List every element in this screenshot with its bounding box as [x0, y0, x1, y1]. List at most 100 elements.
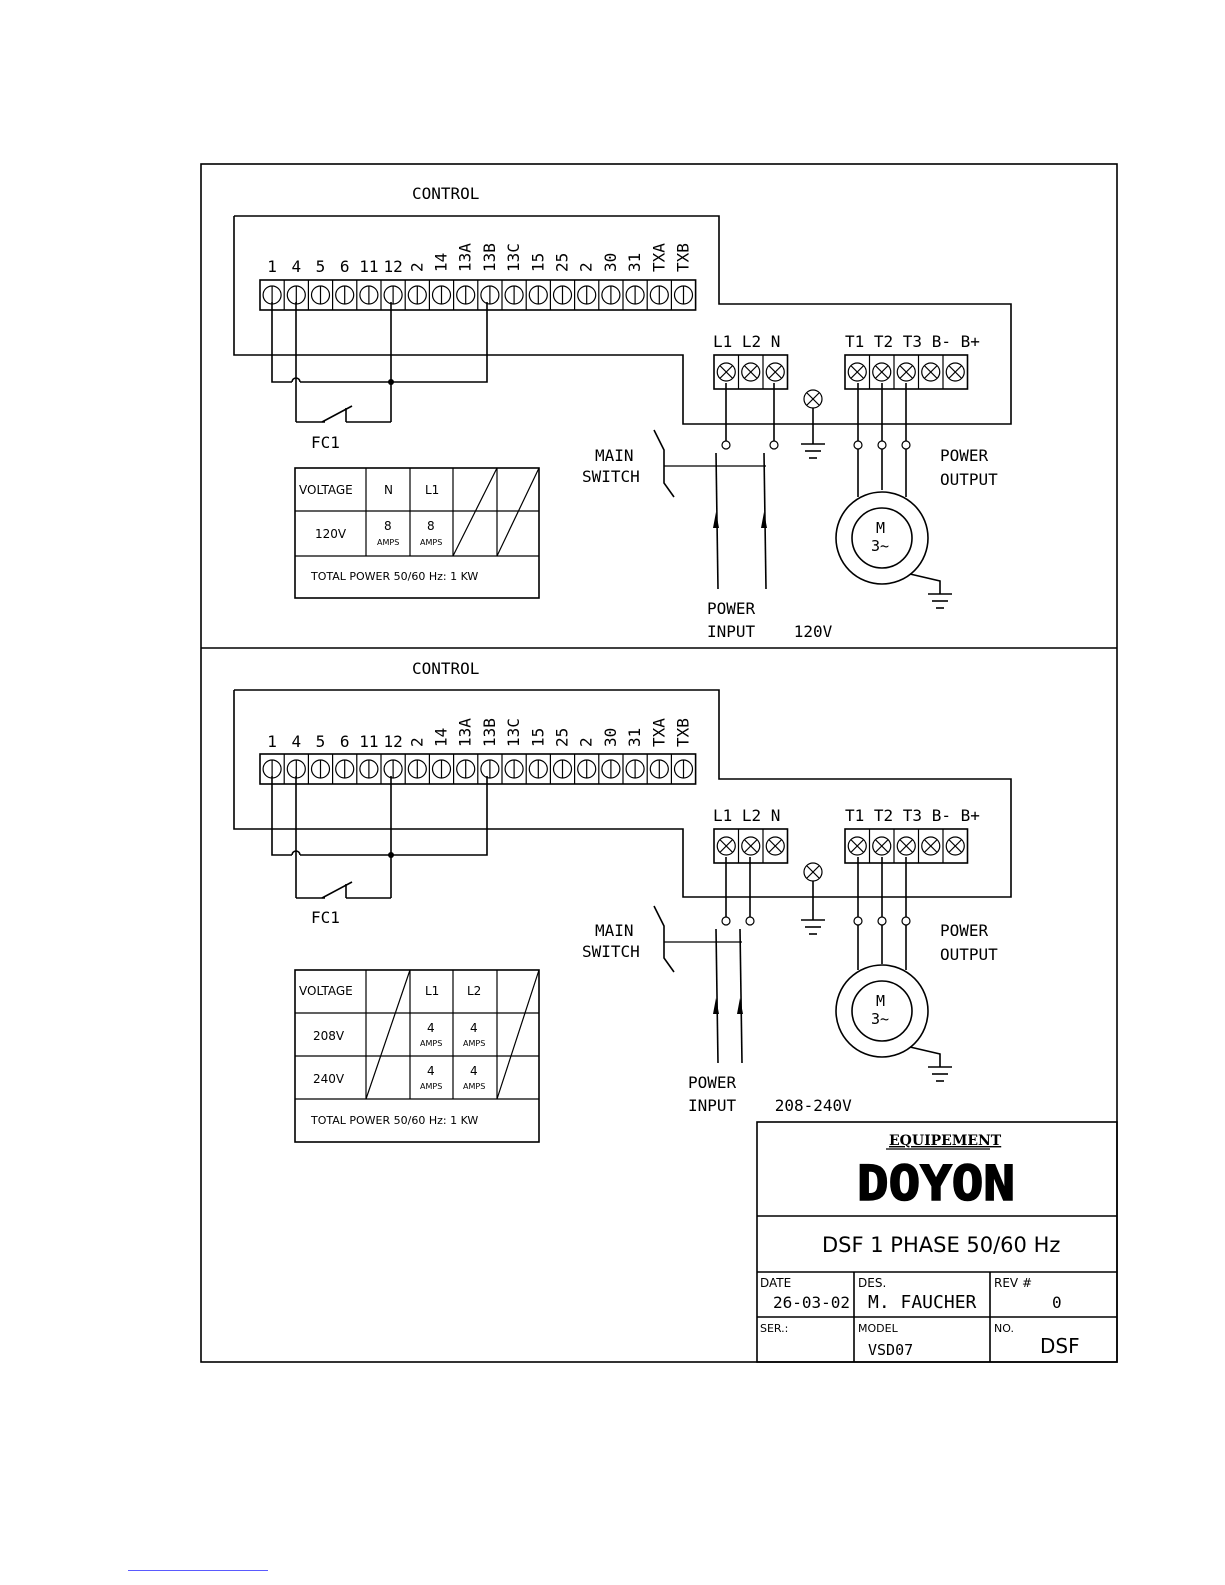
footer-link-underline[interactable] — [128, 1570, 268, 1571]
terminal-block-body — [713, 354, 789, 390]
sheet-border — [200, 163, 1118, 1363]
main-switch-label-1: MAIN — [595, 921, 634, 940]
terminal-label: TXA — [649, 718, 668, 747]
terminal-label: TXB — [674, 243, 693, 272]
terminal-screw-icon — [765, 362, 785, 382]
fc1-label: FC1 — [311, 908, 340, 927]
company-top-label: EQUIPEMENT — [889, 1133, 1002, 1149]
main-switch-label-2: SWITCH — [582, 467, 640, 486]
table-header-n: N — [384, 483, 393, 497]
control-board-outline — [233, 689, 1012, 898]
line-input-block — [713, 354, 789, 390]
serial-label: SER.: — [760, 1322, 788, 1335]
switch-handle-icon — [653, 429, 675, 498]
terminal-label: 4 — [291, 257, 301, 276]
terminal-screw-icon — [741, 362, 761, 382]
table-cell-unit: AMPS — [420, 1082, 442, 1091]
terminal-label: 25 — [553, 253, 572, 272]
table-cell-value: 8 — [384, 519, 392, 533]
switch-handle-icon — [653, 905, 675, 973]
model-value: VSD07 — [868, 1341, 913, 1359]
power-output-label-1: POWER — [940, 921, 989, 940]
terminal-screw-icon — [921, 362, 941, 382]
fc1-label: FC1 — [311, 433, 340, 452]
junction-dot — [388, 852, 394, 858]
input-arrow-icon — [713, 998, 719, 1014]
motor-label-phase: 3~ — [871, 1010, 889, 1028]
terminal-screw-icon — [921, 836, 941, 856]
wire-fc1-a — [271, 302, 292, 383]
terminal-label: 13B — [480, 243, 499, 272]
main-switch-label-2: SWITCH — [582, 942, 640, 961]
date-value: 26-03-02 — [773, 1293, 850, 1312]
main-switch-label-1: MAIN — [595, 446, 634, 465]
current-table-top: VOLTAGE N L1 120V 8 AMPS 8 AMPS TOTAL PO… — [294, 467, 540, 599]
terminal-label: 6 — [340, 257, 350, 276]
company-logo: DOYON — [857, 1156, 1015, 1212]
model-label: MODEL — [858, 1322, 899, 1335]
terminal-label: 15 — [528, 253, 547, 272]
power-output-label-1: POWER — [940, 446, 989, 465]
terminal-label: 1 — [267, 257, 277, 276]
terminal-label: 14 — [432, 253, 451, 272]
table-total-power: TOTAL POWER 50/60 Hz: 1 KW — [310, 570, 478, 583]
drawing-title: DSF 1 PHASE 50/60 Hz — [822, 1233, 1060, 1257]
number-label: NO. — [994, 1322, 1014, 1335]
line-input-labels: L1 L2 N — [713, 332, 780, 351]
terminal-screw-icon — [896, 362, 916, 382]
terminal-label: TXB — [674, 718, 693, 747]
terminal-strip-top — [259, 279, 697, 311]
table-header-l1: L1 — [425, 984, 439, 998]
designer-label: DES. — [858, 1276, 886, 1290]
table-cell-voltage: 208V — [313, 1029, 345, 1043]
terminal-label: 2 — [407, 262, 426, 272]
table-cell-unit: AMPS — [420, 538, 442, 547]
input-arrow-icon — [761, 512, 767, 528]
terminal-label: 11 — [359, 732, 378, 751]
table-header-voltage: VOLTAGE — [299, 984, 353, 998]
revision-value: 0 — [1052, 1293, 1062, 1312]
terminal-label: 13A — [456, 718, 475, 747]
table-header-voltage: VOLTAGE — [299, 483, 353, 497]
terminal-label: TXA — [649, 243, 668, 272]
date-label: DATE — [760, 1276, 791, 1290]
terminal-label: 5 — [316, 732, 326, 751]
table-total-power: TOTAL POWER 50/60 Hz: 1 KW — [310, 1114, 478, 1127]
number-value: DSF — [1040, 1334, 1080, 1358]
title-block: EQUIPEMENT DOYON DSF 1 PHASE 50/60 Hz DA… — [756, 1121, 1118, 1363]
designer-value: M. FAUCHER — [868, 1292, 977, 1313]
terminal-label: 11 — [359, 257, 378, 276]
terminal-label: 31 — [625, 253, 644, 272]
control-label: CONTROL — [412, 659, 479, 678]
terminal-screw-icon — [896, 836, 916, 856]
line-input-labels: L1 L2 N — [713, 806, 780, 825]
terminal-screw-icon — [872, 362, 892, 382]
terminal-screw-icon — [945, 836, 965, 856]
motor-label-m: M — [876, 992, 885, 1010]
terminal-label: 1 — [267, 732, 277, 751]
switch-contact-l2 — [739, 928, 743, 1064]
junction-dot — [388, 379, 394, 385]
table-cell-value: 8 — [427, 519, 435, 533]
terminal-label: 13B — [480, 718, 499, 747]
power-input-label-1: POWER — [707, 599, 756, 618]
motor-icon — [835, 491, 929, 585]
terminal-label: 14 — [432, 728, 451, 747]
control-label: CONTROL — [412, 184, 479, 203]
terminal-screw-icon — [741, 836, 761, 856]
motor-icon — [835, 964, 929, 1058]
limit-switch-contact — [321, 881, 353, 899]
power-input-label-2: INPUT 120V — [707, 622, 833, 641]
table-cell-voltage: 240V — [313, 1072, 345, 1086]
terminal-screw-icon — [716, 836, 736, 856]
terminal-label: 31 — [625, 728, 644, 747]
terminal-label: 2 — [577, 262, 596, 272]
terminal-label: 12 — [383, 732, 402, 751]
terminal-label: 5 — [316, 257, 326, 276]
terminal-strip-bottom — [259, 753, 697, 785]
wire-fc1-b — [300, 302, 488, 383]
terminal-label: 2 — [577, 737, 596, 747]
table-cell-value: 4 — [470, 1021, 478, 1035]
